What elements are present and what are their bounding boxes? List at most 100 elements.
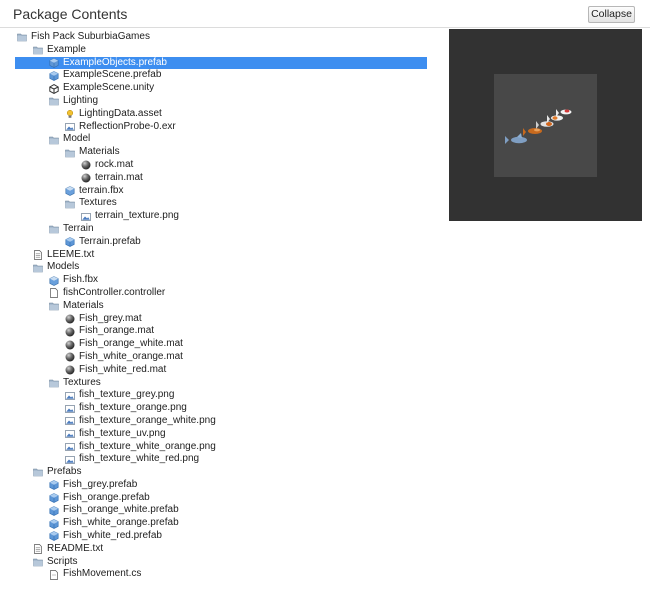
tree-item-label: Fish_orange.prefab <box>63 491 150 503</box>
prefab-icon <box>65 237 75 247</box>
tree-row[interactable]: Fish_grey.prefab <box>0 479 430 492</box>
folder-icon <box>49 301 59 311</box>
texture-icon <box>65 429 75 439</box>
prefab-icon <box>49 506 59 516</box>
tree-row[interactable]: Fish Pack SuburbiaGames <box>0 31 430 44</box>
tree-row[interactable]: Textures <box>0 377 430 390</box>
tree-item-label: Fish Pack SuburbiaGames <box>31 31 150 42</box>
tree-row-selected[interactable]: ExampleObjects.prefab <box>0 56 430 70</box>
tree-row[interactable]: ExampleScene.unity <box>0 82 430 95</box>
tree-row[interactable]: Fish.fbx <box>0 274 430 287</box>
tree-item-label: Fish.fbx <box>63 274 99 286</box>
tree-row[interactable]: Fish_white_red.mat <box>0 364 430 377</box>
folder-icon <box>49 96 59 106</box>
tree-item-label: Materials <box>79 146 120 158</box>
tree-row[interactable]: Fish_white_orange.prefab <box>0 517 430 530</box>
folder-icon <box>65 199 75 209</box>
tree-item-label: Example <box>47 43 86 55</box>
tree-row[interactable]: fish_texture_orange.png <box>0 402 430 415</box>
tree-row[interactable]: fish_texture_white_orange.png <box>0 441 430 454</box>
tree-row[interactable]: Fish_orange.mat <box>0 325 430 338</box>
folder-icon <box>49 378 59 388</box>
tree-item-label: Fish_orange_white.mat <box>79 338 183 350</box>
tree-item-label: ReflectionProbe-0.exr <box>79 120 176 132</box>
tree-row[interactable]: ExampleScene.prefab <box>0 69 430 82</box>
tree-row[interactable]: Fish_white_red.prefab <box>0 530 430 543</box>
tree-item-label: Models <box>47 261 80 273</box>
tree-item-label: Fish_grey.mat <box>79 312 142 324</box>
tree-row[interactable]: fish_texture_grey.png <box>0 389 430 402</box>
tree-row[interactable]: Fish_orange.prefab <box>0 492 430 505</box>
tree-item-label: FishMovement.cs <box>63 568 142 580</box>
tree-row[interactable]: Materials <box>0 146 430 159</box>
tree-row[interactable]: terrain.fbx <box>0 185 430 198</box>
tree-item-label: terrain.fbx <box>79 184 124 196</box>
texture-icon <box>65 416 75 426</box>
tree-row[interactable]: terrain_texture.png <box>0 210 430 223</box>
tree-row[interactable]: rock.mat <box>0 159 430 172</box>
tree-row[interactable]: README.txt <box>0 543 430 556</box>
material-sphere-icon <box>81 160 91 170</box>
folder-icon <box>33 45 43 55</box>
tree-row[interactable]: Prefabs <box>0 466 430 479</box>
cs-script-icon <box>49 570 59 580</box>
selection-highlight <box>15 56 427 70</box>
prefab-icon <box>49 531 59 542</box>
file-icon <box>49 288 59 299</box>
tree-row[interactable]: Terrain.prefab <box>0 236 430 249</box>
tree-row[interactable]: fish_texture_uv.png <box>0 428 430 441</box>
tree-item-label: Fish_orange_white.prefab <box>63 504 179 516</box>
tree-row[interactable]: FishMovement.cs <box>0 568 430 581</box>
texture-icon <box>65 442 75 452</box>
folder-icon <box>33 467 43 477</box>
fish-group-preview-icon <box>505 109 572 144</box>
tree-item-label: Fish_white_orange.mat <box>79 350 183 362</box>
tree-item-label: README.txt <box>47 542 104 554</box>
prefab-icon <box>49 480 59 491</box>
tree-row[interactable]: terrain.mat <box>0 172 430 185</box>
tree-item-label: fish_texture_white_orange.png <box>79 440 216 452</box>
material-sphere-icon <box>65 314 75 324</box>
tree-row[interactable]: fishController.controller <box>0 287 430 300</box>
tree-item-label: Model <box>63 133 91 145</box>
texture-icon <box>65 455 75 465</box>
tree-row[interactable]: Scripts <box>0 556 430 569</box>
folder-icon <box>33 557 43 567</box>
material-sphere-icon <box>65 352 75 362</box>
tree-row[interactable]: Terrain <box>0 223 430 236</box>
tree-item-label: Fish_orange.mat <box>79 325 155 337</box>
tree-item-label: fishController.controller <box>63 286 166 298</box>
material-sphere-icon <box>65 365 75 375</box>
texture-icon <box>65 122 75 132</box>
folder-icon <box>49 224 59 234</box>
tree-row[interactable]: ReflectionProbe-0.exr <box>0 121 430 134</box>
collapse-button[interactable]: Collapse <box>588 6 635 23</box>
tree-item-label: terrain_texture.png <box>95 210 179 222</box>
tree-item-label: Lighting <box>63 94 99 106</box>
tree-row[interactable]: Models <box>0 261 430 274</box>
package-contents-header: Package Contents Collapse <box>0 0 650 28</box>
tree-row[interactable]: Example <box>0 44 430 57</box>
texture-icon <box>65 391 75 401</box>
lighting-data-icon <box>65 109 75 119</box>
tree-item-label: Textures <box>79 197 117 209</box>
tree-row[interactable]: Fish_orange_white.prefab <box>0 504 430 517</box>
tree-row[interactable]: Fish_grey.mat <box>0 313 430 326</box>
tree-row[interactable]: Fish_white_orange.mat <box>0 351 430 364</box>
tree-row[interactable]: Materials <box>0 300 430 313</box>
tree-row[interactable]: Textures <box>0 197 430 210</box>
tree-row[interactable]: Fish_orange_white.mat <box>0 338 430 351</box>
folder-icon <box>65 148 75 158</box>
folder-icon <box>49 135 59 145</box>
tree-row[interactable]: fish_texture_orange_white.png <box>0 415 430 428</box>
tree-row[interactable]: Lighting <box>0 95 430 108</box>
tree-row[interactable]: LightingData.asset <box>0 108 430 121</box>
model-fbx-icon <box>49 275 59 286</box>
tree-row[interactable]: LEEME.txt <box>0 249 430 262</box>
tree-item-label: fish_texture_white_red.png <box>79 453 200 465</box>
tree-row[interactable]: fish_texture_white_red.png <box>0 453 430 466</box>
tree-row[interactable]: Model <box>0 133 430 146</box>
prefab-icon <box>49 58 59 68</box>
tree-item-label: Fish_grey.prefab <box>63 478 138 490</box>
